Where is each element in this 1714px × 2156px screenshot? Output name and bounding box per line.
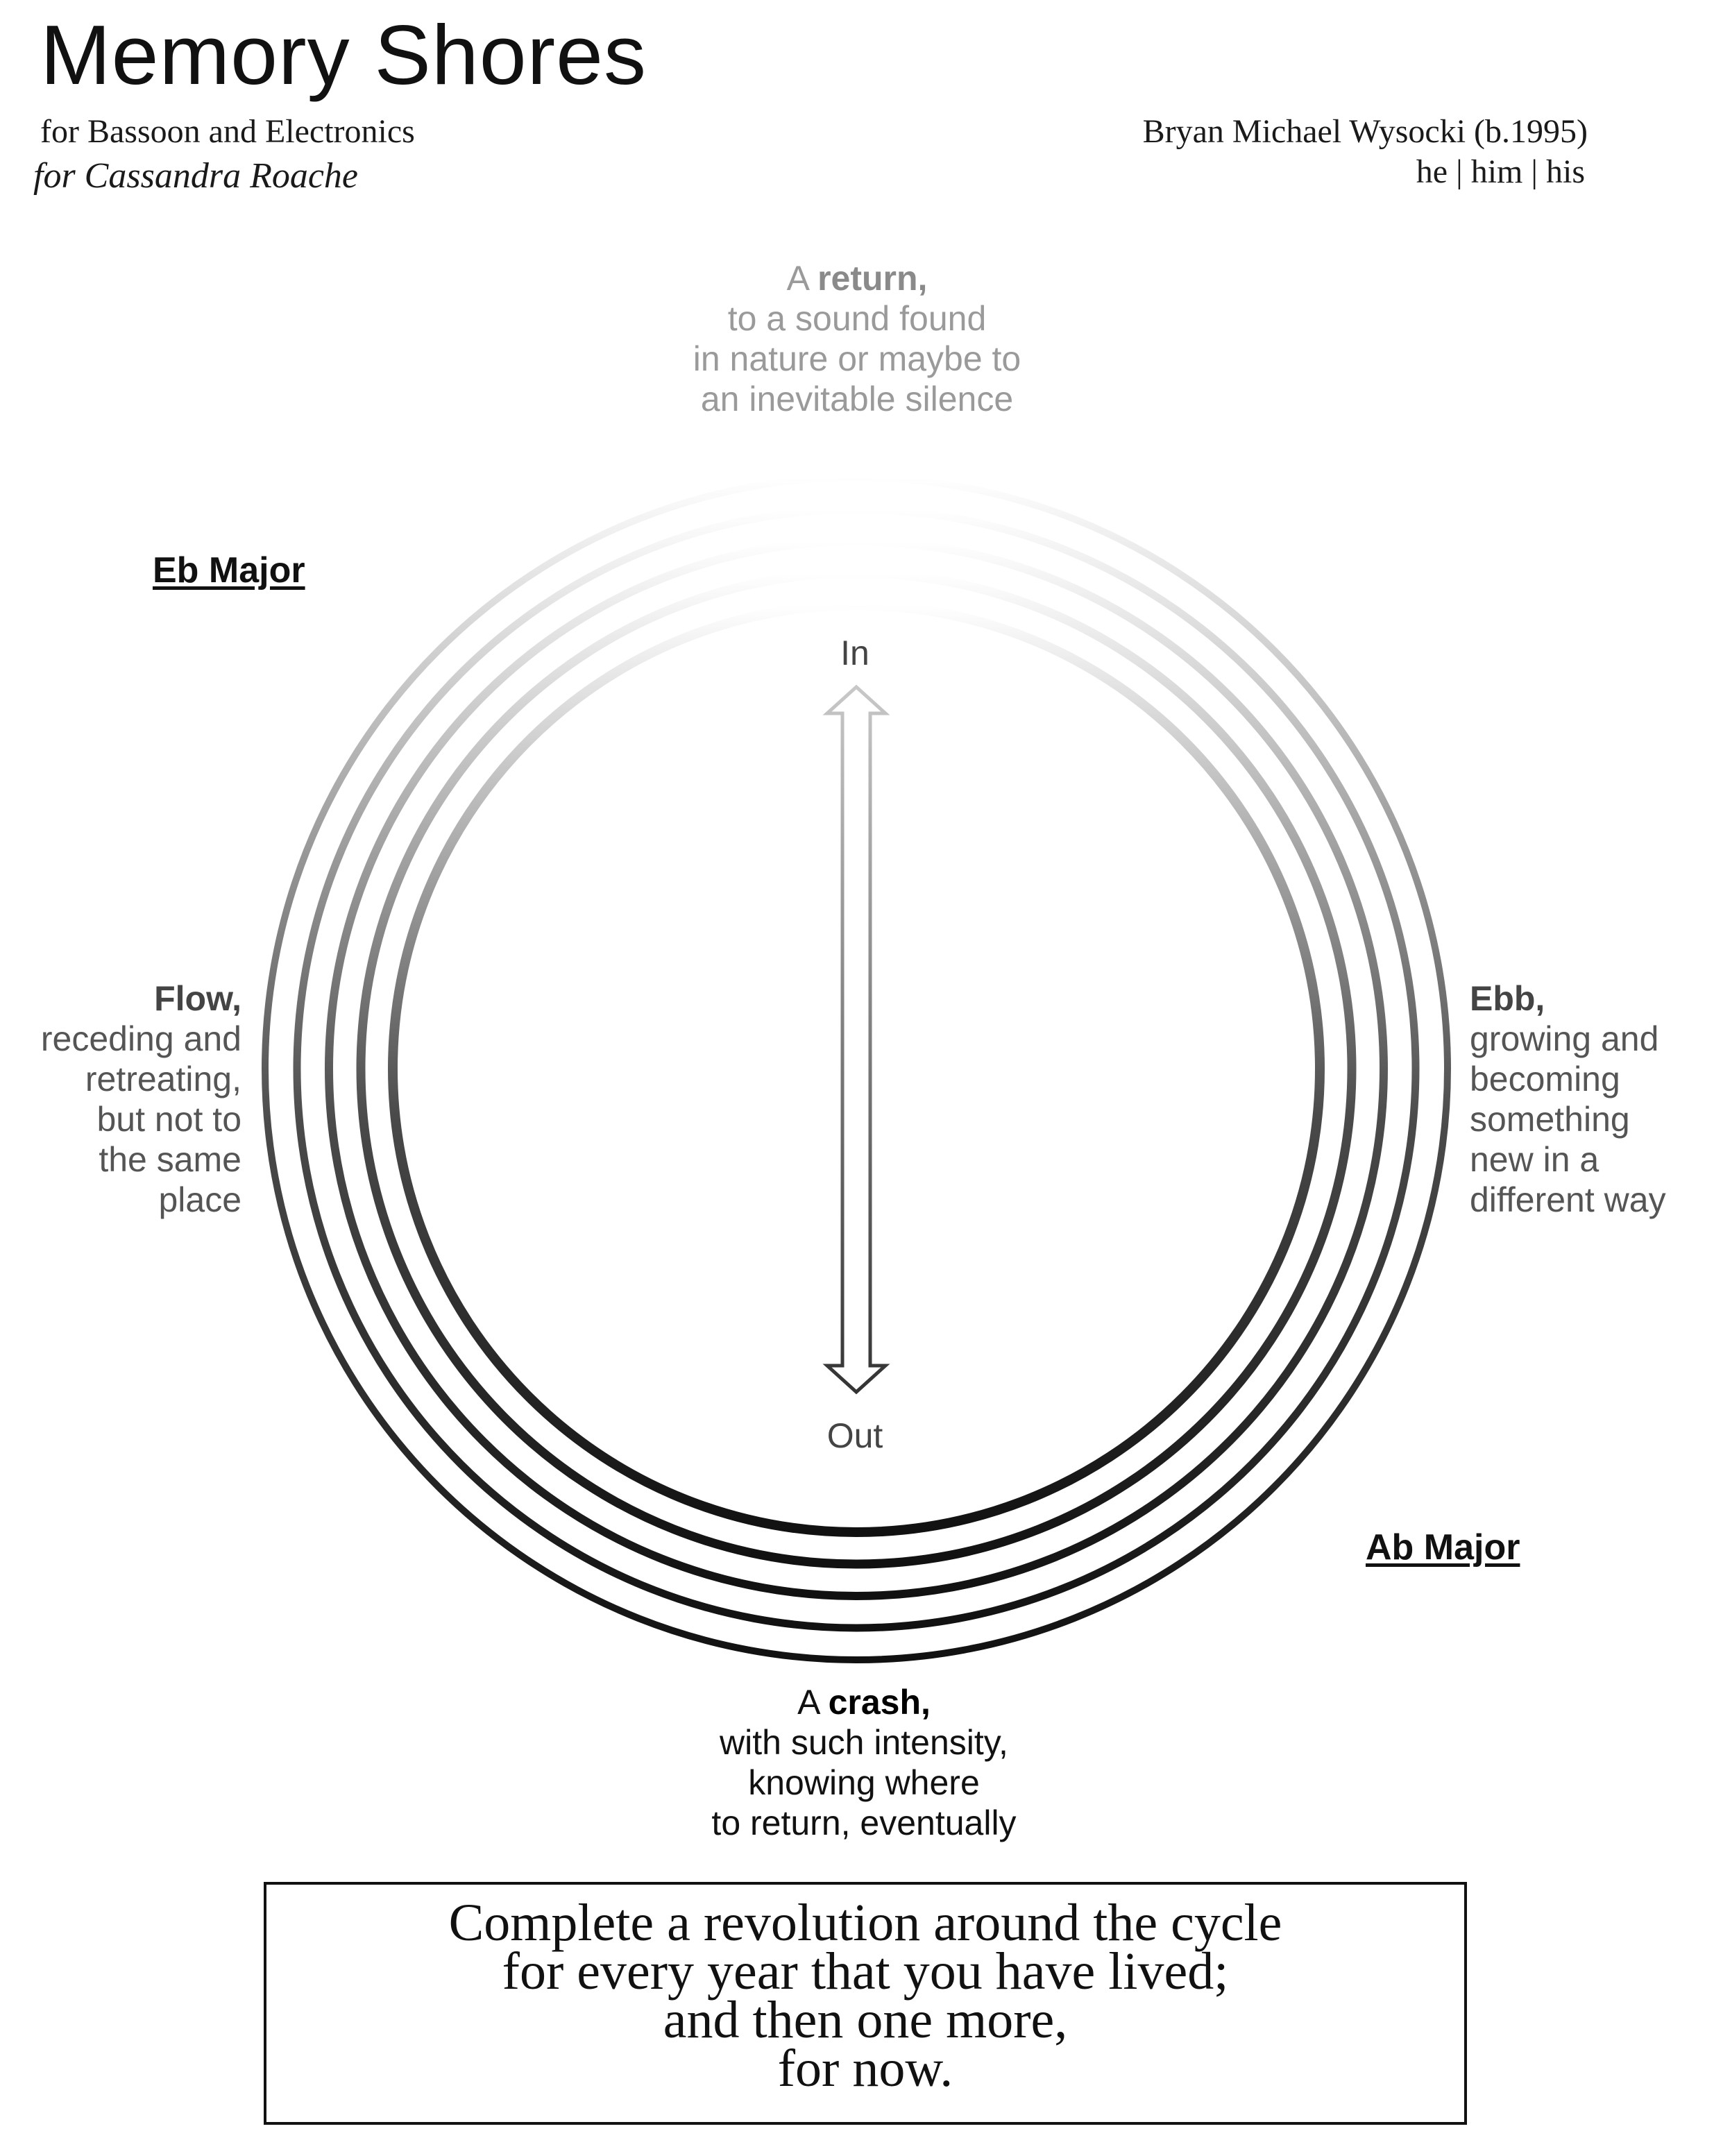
flow-line: but not to xyxy=(96,1100,242,1139)
crash-lead: A xyxy=(797,1683,819,1722)
ebb-line: becoming xyxy=(1470,1060,1620,1098)
flow-line: place xyxy=(158,1180,241,1219)
cycle-ring xyxy=(325,537,1388,1600)
page-title: Memory Shores xyxy=(40,8,647,102)
flow-line: the same xyxy=(99,1140,241,1179)
ebb-description: Ebb, growing and becoming something new … xyxy=(1470,978,1714,1220)
arrow-out-label: Out xyxy=(826,1416,883,1455)
crash-description: A crash, with such intensity, knowing wh… xyxy=(625,1682,1103,1843)
instruction-line: Complete a revolution around the cycle xyxy=(448,1894,1282,1952)
instruction-box: Complete a revolution around the cycle f… xyxy=(264,1882,1467,2125)
composer-name: Bryan Michael Wysocki (b.1995) xyxy=(1142,113,1588,150)
crash-line: with such intensity, xyxy=(720,1723,1008,1762)
instrumentation: for Bassoon and Electronics xyxy=(40,113,415,150)
flow-description: Flow, receding and retreating, but not t… xyxy=(0,978,241,1220)
crash-word: crash, xyxy=(828,1683,931,1722)
cycle-ring xyxy=(388,600,1325,1537)
instruction-line: for every year that you have lived; xyxy=(502,1942,1229,2001)
key-ab-major: Ab Major xyxy=(1366,1527,1520,1568)
return-line: an inevitable silence xyxy=(700,380,1014,418)
instruction-text: Complete a revolution around the cycle f… xyxy=(266,1894,1464,2098)
ebb-line: growing and xyxy=(1470,1019,1659,1058)
in-out-arrow xyxy=(822,684,890,1395)
cycle-rings xyxy=(262,474,1451,1663)
flow-line: receding and xyxy=(40,1019,241,1058)
ebb-line: new in a xyxy=(1470,1140,1600,1179)
ebb-line: different way xyxy=(1470,1180,1666,1219)
crash-line: to return, eventually xyxy=(711,1803,1017,1842)
return-lead: A xyxy=(786,259,808,298)
cycle-ring xyxy=(356,568,1357,1569)
ebb-line: something xyxy=(1470,1100,1630,1139)
dedication: for Cassandra Roache xyxy=(33,156,358,196)
instruction-line: for now. xyxy=(777,2039,953,2098)
crash-line: knowing where xyxy=(748,1763,980,1802)
instruction-line: and then one more, xyxy=(663,1991,1068,2049)
return-line: in nature or maybe to xyxy=(693,339,1021,378)
return-word: return, xyxy=(817,259,928,298)
flow-word: Flow, xyxy=(154,979,241,1018)
cycle-ring xyxy=(293,505,1420,1632)
composer-pronouns: he | him | his xyxy=(1416,153,1585,190)
ebb-word: Ebb, xyxy=(1470,979,1545,1018)
cycle-ring xyxy=(262,474,1451,1663)
return-line: to a sound found xyxy=(727,299,987,338)
arrow-in-label: In xyxy=(840,634,869,672)
key-eb-major: Eb Major xyxy=(153,550,305,591)
flow-line: retreating, xyxy=(85,1060,241,1098)
return-description: A return, to a sound found in nature or … xyxy=(625,258,1089,419)
